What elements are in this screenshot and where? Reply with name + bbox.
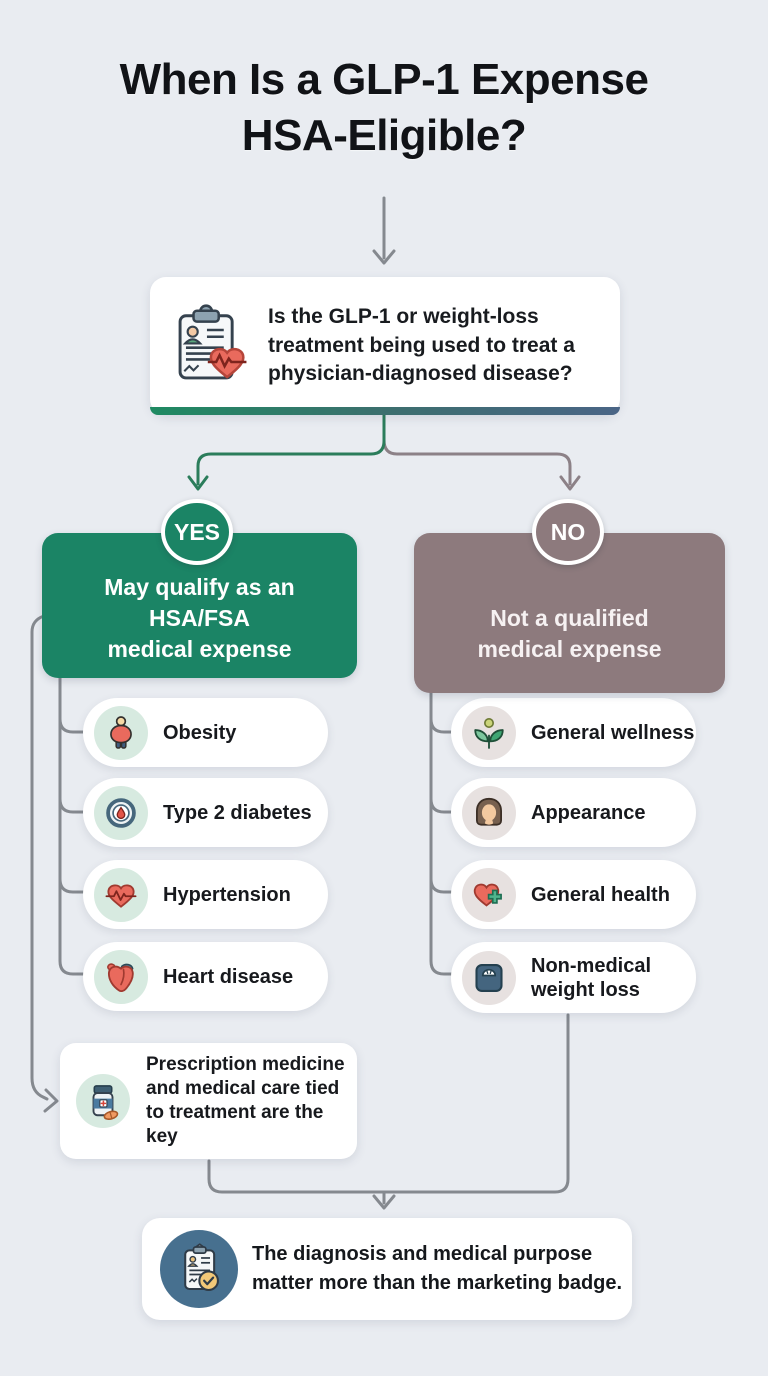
list-item-label: Non-medical weight loss — [531, 954, 652, 1001]
list-item-obesity: Obesity — [83, 698, 328, 767]
conclusion-text: The diagnosis and medical purpose matter… — [252, 1243, 623, 1294]
page-title: When Is a GLP-1 Expense HSA-Eligible? — [0, 52, 768, 164]
list-item-label: General wellness — [531, 721, 695, 744]
heart-pulse-icon — [94, 867, 148, 922]
card-accent-strip — [150, 407, 620, 415]
connector-yes-spine — [58, 664, 85, 976]
list-item-general-wellness: General wellness — [451, 698, 696, 767]
anatomical-heart-icon — [94, 949, 148, 1004]
title-line-1: When Is a GLP-1 Expense — [119, 55, 649, 104]
connector-title-arrow — [372, 196, 396, 265]
list-item-appearance: Appearance — [451, 778, 696, 847]
connector-merge-left — [207, 1159, 386, 1194]
connector-conclusion-arrow — [372, 1190, 396, 1210]
diabetes-drop-icon — [94, 785, 148, 840]
list-item-label: Hypertension — [163, 883, 291, 906]
yes-badge: YES — [161, 499, 233, 565]
list-item-label: Obesity — [163, 721, 237, 744]
list-item-label: Appearance — [531, 801, 646, 824]
list-item-general-health: General health — [451, 860, 696, 929]
connector-merge-right — [382, 1013, 570, 1194]
list-item-type-2-diabetes: Type 2 diabetes — [83, 778, 328, 847]
list-item-heart-disease: Heart disease — [83, 942, 328, 1011]
title-line-2: HSA-Eligible? — [241, 111, 527, 160]
list-item-label: Type 2 diabetes — [163, 801, 312, 824]
question-card: Is the GLP-1 or weight-loss treatment be… — [150, 277, 620, 415]
no-badge: NO — [532, 499, 604, 565]
clipboard-check-icon — [160, 1230, 238, 1308]
key-card: Prescription medicine and medical care t… — [60, 1043, 357, 1159]
connector-no-branch — [382, 438, 581, 491]
pill-bottle-icon — [76, 1074, 130, 1128]
question-text: Is the GLP-1 or weight-loss treatment be… — [268, 305, 575, 386]
connector-no-spine — [429, 664, 454, 976]
plant-sprout-icon — [462, 705, 516, 760]
heart-cross-icon — [462, 867, 516, 922]
list-item-hypertension: Hypertension — [83, 860, 328, 929]
clipboard-heart-icon — [170, 304, 254, 388]
connector-key-arrow — [30, 614, 59, 1113]
connector-yes-branch — [187, 411, 386, 491]
list-item-label: General health — [531, 883, 670, 906]
list-item-non-medical-weight-loss: Non-medical weight loss — [451, 942, 696, 1013]
key-card-text: Prescription medicine and medical care t… — [146, 1054, 345, 1147]
conclusion-card: The diagnosis and medical purpose matter… — [142, 1218, 632, 1320]
list-item-label: Heart disease — [163, 965, 294, 988]
weighing-scale-icon — [462, 950, 516, 1005]
woman-face-icon — [462, 785, 516, 840]
obesity-icon — [94, 705, 148, 760]
